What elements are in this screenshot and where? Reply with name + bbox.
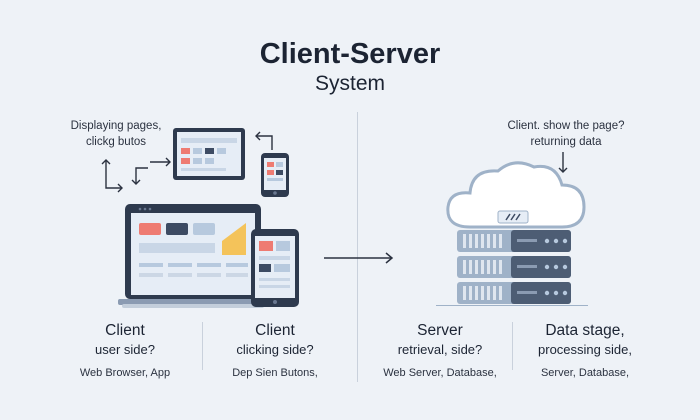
client-note-line2: clickg butos [85,136,147,148]
column-title: Client [105,322,145,339]
column-server-retrieval: Server retrieval, side? Web Server, Data… [370,322,510,379]
client-to-server-arrow [324,252,394,264]
small-monitor-icon [173,128,245,180]
column-divider-1 [202,322,203,370]
column-title: Client [255,322,295,339]
server-unit-2 [457,256,571,278]
column-title: Server [417,322,463,339]
server-note-line2: returning data [530,136,602,148]
client-note: Displaying pages, clickg butos [56,118,176,150]
center-divider [357,112,358,382]
column-title: Data stage, [545,322,625,339]
down-arrow-icon [558,152,568,173]
arrow-elbow-icon [105,160,122,189]
column-subtitle: clicking side? [236,342,314,357]
column-divider-2 [512,322,513,370]
column-detail: Dep Sien Butons, [232,367,318,379]
column-data-stage: Data stage, processing side, Server, Dat… [515,322,655,379]
curved-arrow-icon [255,131,273,150]
server-unit-1 [457,230,571,252]
diagram-title: Client-Server [259,38,441,70]
column-detail: Server, Database, [540,367,630,379]
column-detail: Web Server, Database, [383,367,497,379]
laptop-icon [118,204,268,308]
server-unit-3 [457,282,571,304]
column-detail: Web Browser, App [79,367,171,379]
column-subtitle: processing side, [538,342,632,357]
column-subtitle: user side? [95,342,155,357]
server-note: Client. show the page? returning data [476,118,656,150]
server-base-line [436,305,588,306]
column-client-user: Client user side? Web Browser, App [50,322,200,379]
client-flow-arrows [101,157,171,193]
cloud-icon [446,161,586,229]
server-note-line1: Client. show the page? [507,120,625,132]
column-client-clicking: Client clicking side? Dep Sien Butons, [205,322,345,379]
server-rack-icon [457,230,571,304]
small-phone-icon [261,153,289,197]
tablet-icon [251,229,299,307]
column-subtitle: retrieval, side? [397,342,483,357]
diagram-subtitle: System [314,72,385,95]
client-note-line1: Displaying pages, [70,120,162,132]
